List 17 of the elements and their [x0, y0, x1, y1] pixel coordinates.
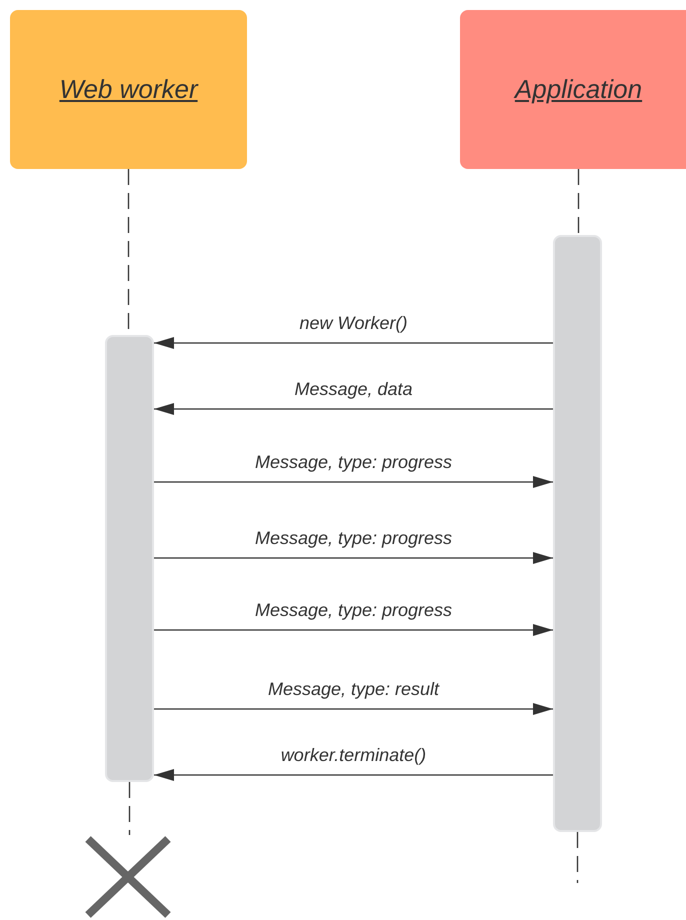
- message-arrow: [154, 552, 553, 564]
- message-arrow: [154, 703, 553, 715]
- message-arrow: [154, 476, 553, 488]
- lifeline-header: [10, 10, 247, 169]
- message-arrow: [154, 403, 553, 415]
- lifeline-header: [460, 10, 686, 169]
- lifeline: [576, 832, 578, 883]
- lifeline: [128, 782, 130, 835]
- message-arrow: [154, 624, 553, 636]
- message-arrow: [154, 769, 553, 781]
- destroy-cross-icon: [84, 835, 172, 919]
- message-arrow: [154, 337, 553, 349]
- activation-bar: [553, 235, 602, 832]
- activation-bar: [105, 335, 154, 782]
- lifeline: [578, 169, 580, 235]
- lifeline-title: Web worker: [59, 74, 198, 105]
- lifeline-title: Application: [514, 74, 642, 105]
